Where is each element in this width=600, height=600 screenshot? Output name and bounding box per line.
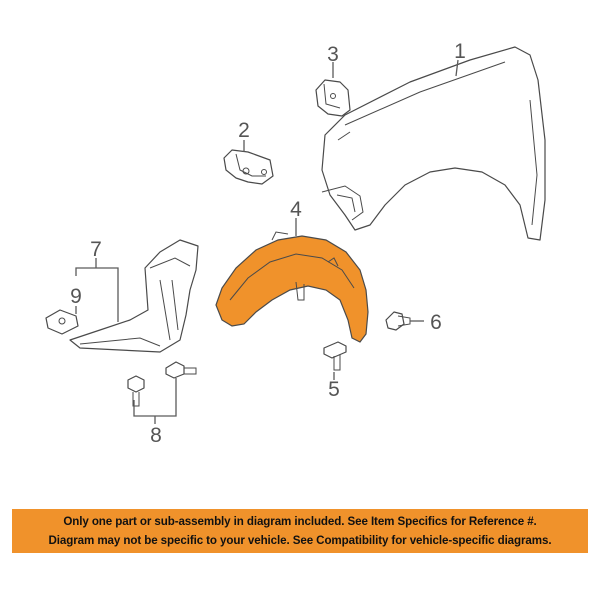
callout-5: 5: [328, 378, 340, 401]
callout-numbers: 1 2 3 4 5 6 7 8 9: [70, 40, 466, 447]
callout-7: 7: [90, 238, 102, 261]
clip-bracket-part: [315, 79, 351, 117]
disclaimer-line-2: Diagram may not be specific to your vehi…: [48, 534, 552, 547]
fender-part: [321, 46, 546, 241]
callout-2: 2: [238, 119, 250, 142]
bolt-part-5: [323, 341, 347, 371]
callout-9: 9: [70, 285, 82, 308]
push-clip-part: [385, 311, 411, 331]
splash-shield-part: [69, 239, 199, 353]
fender-liner-part: [215, 231, 369, 343]
disclaimer-banner: Only one part or sub-assembly in diagram…: [12, 509, 588, 553]
callout-6: 6: [430, 311, 442, 334]
bolts-part-8: [127, 361, 197, 407]
callout-4: 4: [290, 198, 302, 221]
bracket-part: [223, 149, 274, 185]
callout-8: 8: [150, 424, 162, 447]
callout-3: 3: [327, 43, 339, 66]
leader-lines: [75, 59, 459, 424]
nut-clip-part: [45, 309, 79, 335]
disclaimer-line-1: Only one part or sub-assembly in diagram…: [63, 515, 537, 528]
callout-1: 1: [454, 40, 466, 63]
